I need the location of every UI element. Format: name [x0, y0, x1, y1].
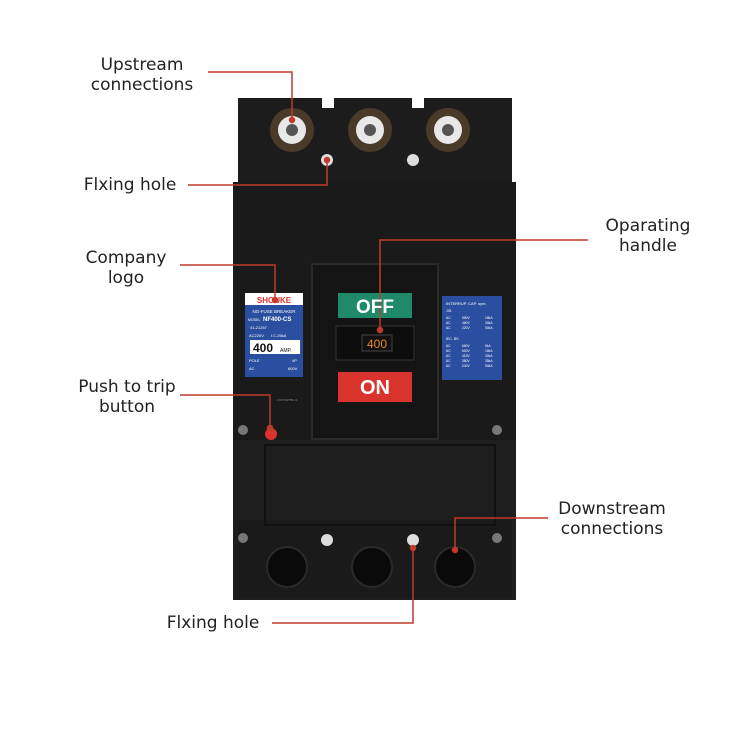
rating-display: 400 — [367, 337, 387, 351]
company-logo-label: Company logo — [72, 248, 180, 288]
rating-rows-jis: AC 550V 18kA AC 460V 30kA AC 220V 50kA — [446, 316, 493, 330]
label-icu: I.C.25kA — [271, 333, 287, 338]
fixing-hole-bottom-text: Flxing hole — [166, 613, 260, 633]
leader-lines — [180, 71, 588, 624]
push-label-line2: button — [98, 397, 156, 417]
company-label-line1: Company — [85, 248, 167, 268]
rating-cell: 5kA — [485, 344, 491, 348]
rating-cell: 35kA — [485, 359, 493, 363]
rating-std1: JIS. — [446, 309, 452, 313]
downstream-terminals — [266, 546, 476, 588]
rating-cell: AC — [446, 316, 451, 320]
rating-cell: 600V — [462, 349, 471, 353]
push-label-line1: Push to trip — [78, 377, 176, 397]
label-standard: 41-21257 — [250, 325, 268, 330]
upstream-label-line2: connections — [90, 75, 194, 95]
downstream-label-line2: connections — [560, 519, 664, 539]
push-to-trip-label: Push to trip button — [70, 377, 184, 417]
rating-cell: 550V — [462, 316, 471, 320]
rating-cell: 50kA — [485, 326, 493, 330]
off-text: OFF — [356, 297, 394, 318]
rating-cell: 380V — [462, 359, 471, 363]
rating-cell: 240V — [462, 364, 471, 368]
label-amp-unit: AMP. — [280, 348, 292, 354]
on-indicator — [338, 372, 412, 402]
rating-cell: 18kA — [485, 316, 493, 320]
push-to-trip-button — [265, 428, 277, 440]
label-type: NO-FUSE BREAKER — [252, 309, 296, 314]
rating-rows-iec: AC 660V 5kA AC 600V 18kA AC 415V 30kA AC 380V 35kA A… — [446, 344, 493, 368]
rating-cell: AC — [446, 344, 451, 348]
bottom-fixing-hole — [407, 534, 419, 546]
company-label-plate — [245, 293, 303, 377]
rating-cell: AC — [446, 354, 451, 358]
rating-std2: IEC. BS. — [446, 337, 459, 341]
rating-cell: 220V — [462, 326, 471, 330]
off-indicator — [338, 293, 412, 318]
label-voltage: AC220V — [249, 333, 264, 338]
rating-label-plate — [442, 296, 502, 380]
label-ac-value: 600V — [288, 366, 298, 371]
rating-cell: AC — [446, 326, 451, 330]
upstream-label-line1: Upstream — [100, 55, 184, 75]
downstream-label-line1: Downstream — [558, 499, 666, 519]
rating-cell: 415V — [462, 354, 471, 358]
upstream-connections-label: Upstream connections — [82, 55, 202, 95]
rating-cell: AC — [446, 321, 451, 325]
operating-label-line1: Oparating — [605, 216, 691, 236]
brand-logo: SHOUKE — [257, 296, 292, 305]
rating-cell: 18kA — [485, 349, 493, 353]
rating-cell: AC — [446, 364, 451, 368]
fixing-hole-top-text: Flxing hole — [83, 175, 177, 195]
label-footer: LN5TS9T85-11 — [277, 398, 298, 402]
fixing-hole-bottom-label: Flxing hole — [160, 613, 266, 633]
rating-cell: AC — [446, 359, 451, 363]
label-pole: POLE — [249, 358, 260, 363]
label-pole-value: 4P — [292, 358, 297, 363]
label-amp: 400 — [253, 341, 273, 355]
label-ac: AC — [249, 366, 255, 371]
label-model-prefix: MODEL — [248, 318, 261, 322]
upstream-terminals — [270, 108, 470, 152]
rating-cell: 30kA — [485, 321, 493, 325]
label-model: NF400-CS — [263, 317, 291, 323]
company-label-line2: logo — [107, 268, 145, 288]
rating-cell: 50kA — [485, 364, 493, 368]
rating-cell: 30kA — [485, 354, 493, 358]
rating-cell: AC — [446, 349, 451, 353]
on-text: ON — [360, 377, 390, 399]
operating-label-line2: handle — [619, 236, 677, 256]
rating-cell: 660V — [462, 344, 471, 348]
rating-cell: 460V — [462, 321, 471, 325]
operating-handle-label: Oparating handle — [590, 216, 706, 256]
downstream-connections-label: Downstream connections — [550, 499, 674, 539]
rating-header: INTERRUP. CAP. sym. — [446, 301, 487, 306]
fixing-hole-top-label: Flxing hole — [78, 175, 182, 195]
